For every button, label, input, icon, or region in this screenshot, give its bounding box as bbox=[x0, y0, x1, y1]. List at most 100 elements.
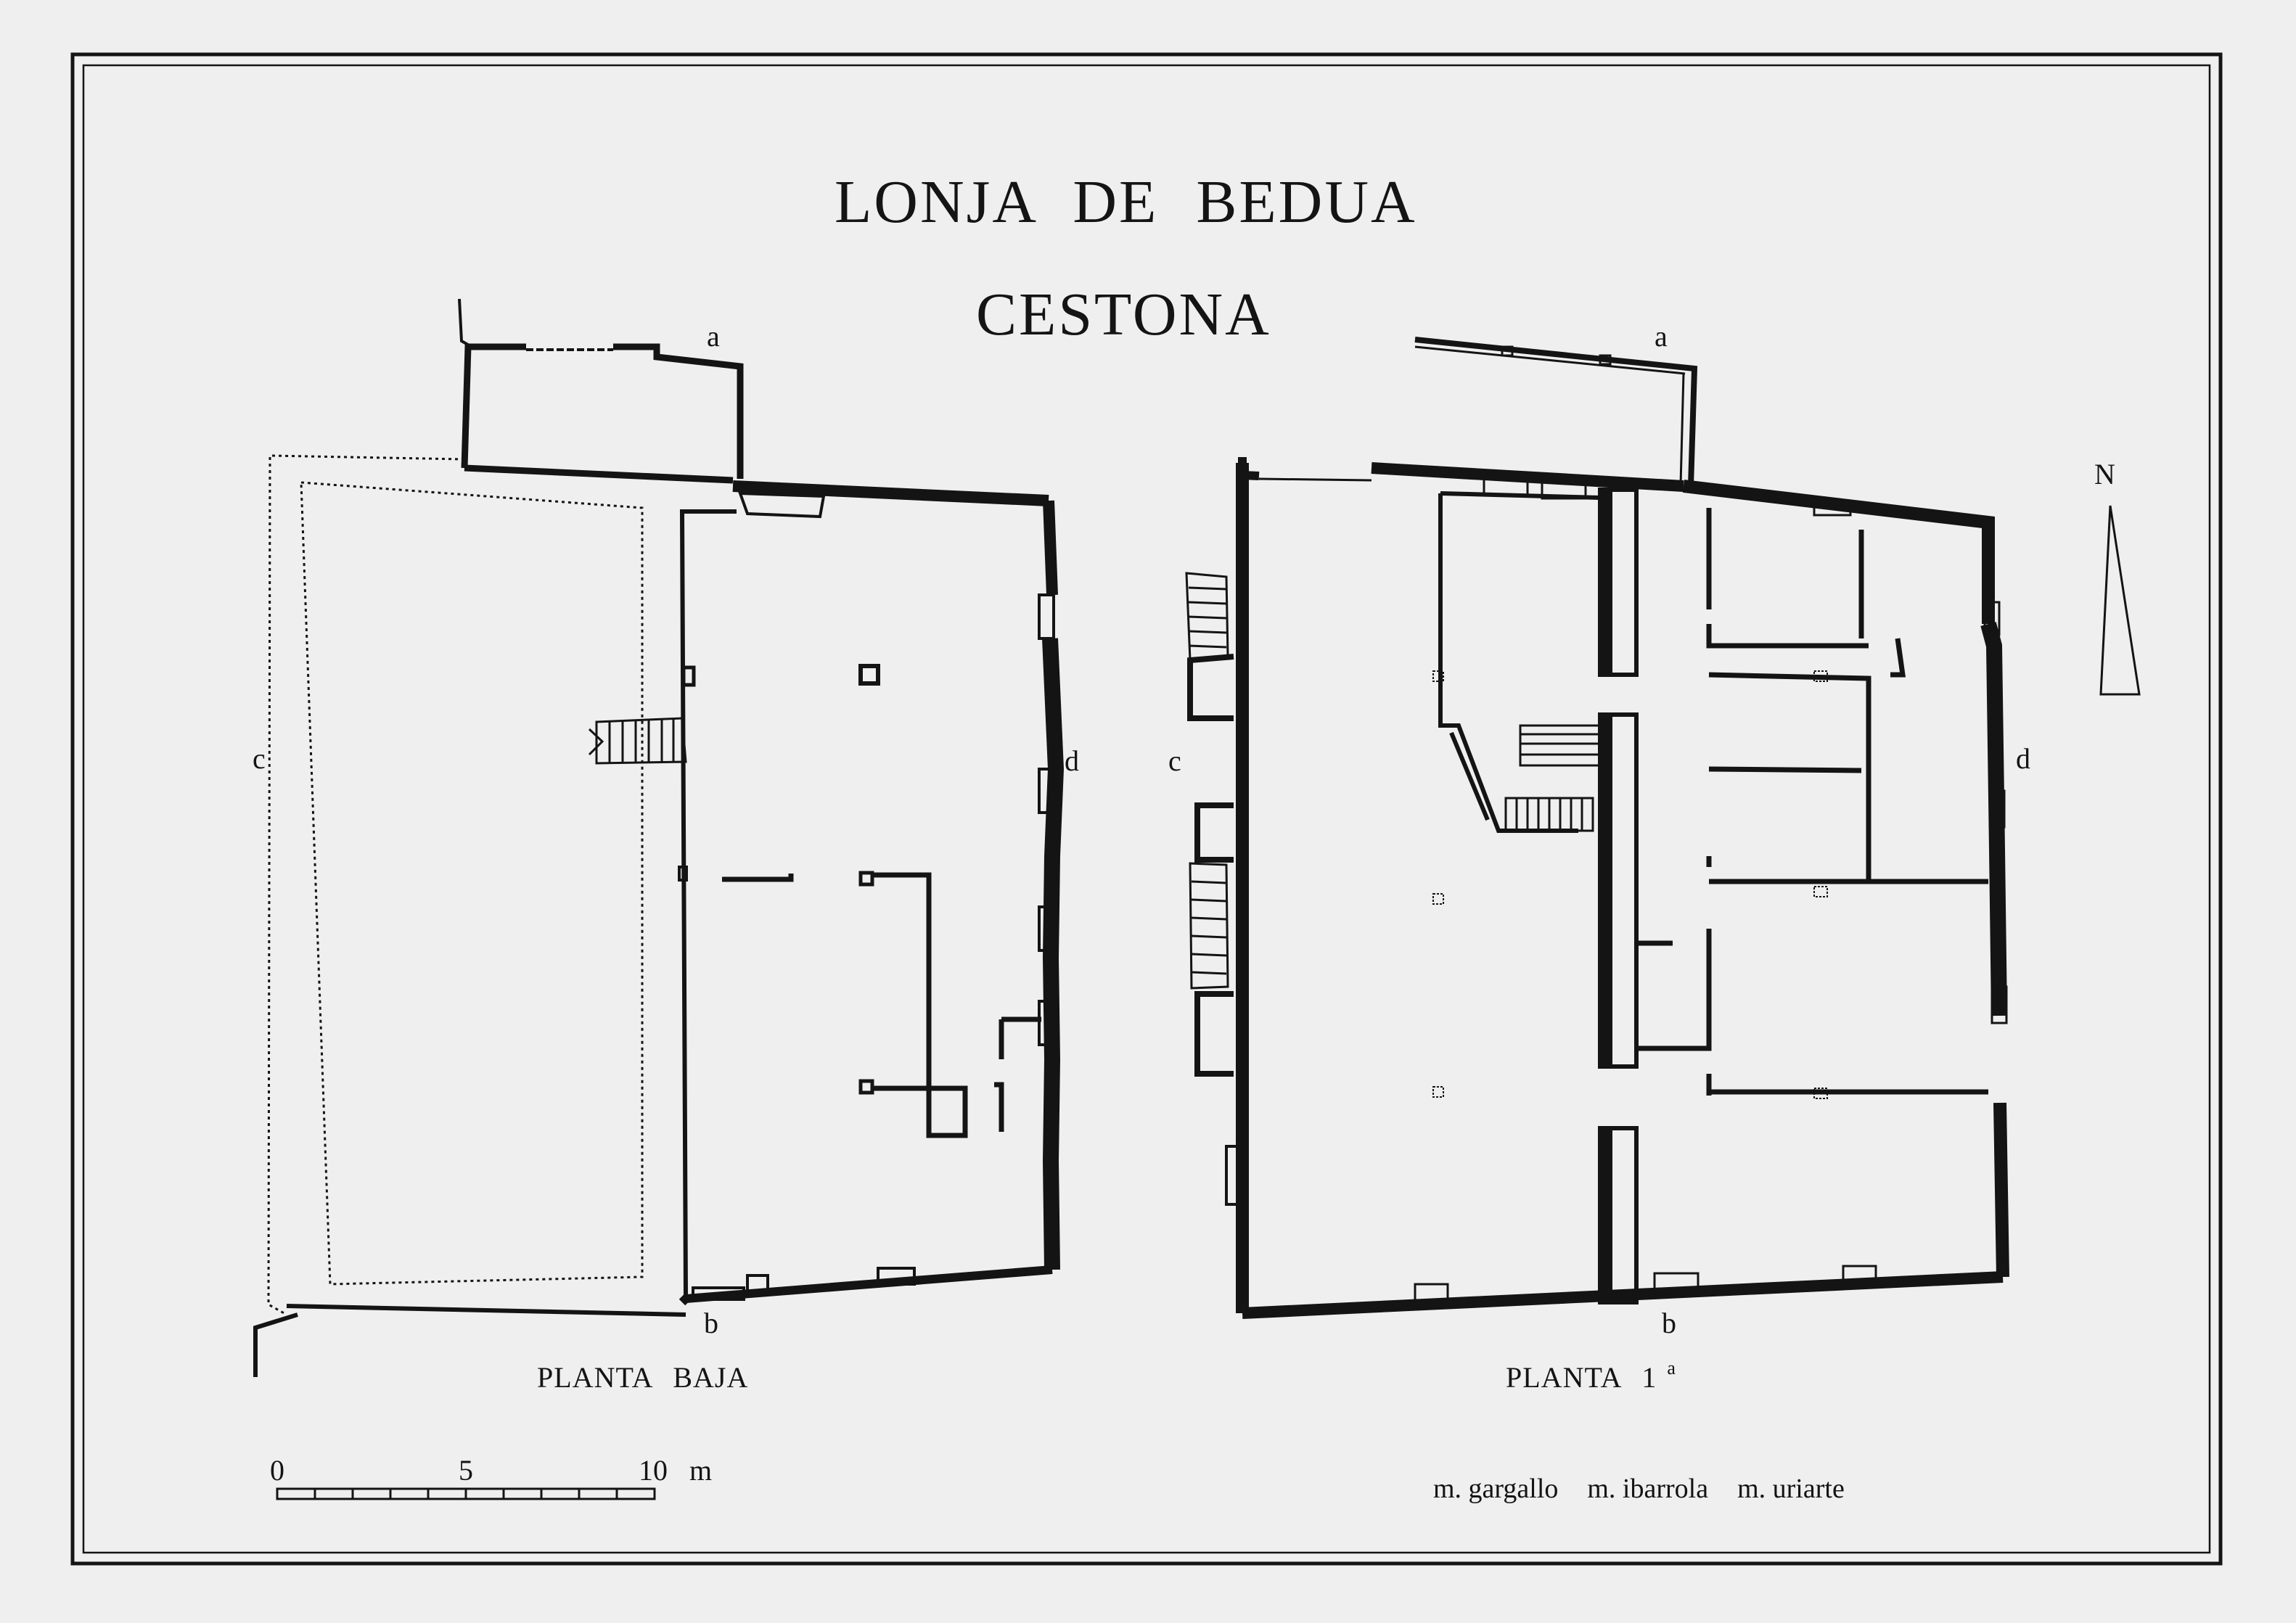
south-opening bbox=[1414, 1283, 1449, 1302]
wall-stub bbox=[678, 866, 688, 882]
north-label: N bbox=[2094, 458, 2115, 490]
drawing-subtitle: CESTONA bbox=[976, 281, 1271, 348]
balcony-rail bbox=[1414, 345, 1686, 375]
north-window bbox=[738, 491, 826, 519]
balcony-post bbox=[1501, 345, 1514, 357]
credit-author: m. gargallo bbox=[1433, 1474, 1559, 1504]
east-opening bbox=[1990, 985, 2008, 1024]
section-mark-a-ground: a bbox=[707, 320, 720, 353]
ground-outer-south bbox=[286, 1304, 686, 1317]
section-mark-c-first: c bbox=[1168, 744, 1181, 777]
scale-bar bbox=[276, 1487, 656, 1500]
ground-north-wall bbox=[732, 480, 1049, 506]
first-north-stub bbox=[1238, 457, 1260, 480]
east-opening bbox=[1983, 601, 2001, 636]
first-east-wall bbox=[1993, 1102, 2009, 1278]
first-north-wall bbox=[1371, 462, 1684, 492]
credit-author: m. uriarte bbox=[1737, 1474, 1845, 1504]
annex-south-wall bbox=[464, 464, 734, 484]
south-window-2 bbox=[877, 1267, 916, 1286]
south-door-b bbox=[692, 1286, 745, 1301]
annex-wall-top bbox=[613, 343, 744, 479]
east-room-wall bbox=[1708, 766, 1862, 773]
first-east-wall-top bbox=[1682, 480, 1995, 624]
courtyard-outer bbox=[267, 454, 465, 1316]
section-mark-a-first: a bbox=[1655, 320, 1668, 353]
section-mark-d-first: d bbox=[2016, 742, 2030, 775]
ground-east-wall bbox=[1043, 500, 1058, 596]
pillar bbox=[858, 664, 880, 686]
wall-stub bbox=[681, 665, 696, 687]
east-opening bbox=[1988, 789, 2006, 829]
east-room-wall bbox=[1636, 929, 1712, 1051]
column-mark bbox=[1813, 1088, 1828, 1099]
pillar bbox=[858, 1079, 874, 1095]
ground-floor-plan bbox=[253, 298, 1065, 1377]
first-inner-stair bbox=[1504, 724, 1602, 832]
balcony-post bbox=[1599, 354, 1612, 366]
annex-wall bbox=[461, 343, 526, 469]
central-block bbox=[1598, 712, 1639, 1069]
east-window-3 bbox=[1038, 905, 1055, 952]
south-window-1 bbox=[746, 1274, 769, 1293]
ground-south-wall bbox=[678, 1265, 1053, 1306]
first-north-thin bbox=[1258, 477, 1372, 482]
column-mark bbox=[1432, 670, 1444, 682]
inner-border bbox=[82, 64, 2211, 1554]
credit-author: m. ibarrola bbox=[1587, 1474, 1709, 1504]
south-opening bbox=[1842, 1265, 1877, 1283]
west-window bbox=[1225, 1145, 1239, 1206]
annex-stub bbox=[458, 298, 472, 348]
central-block bbox=[1598, 488, 1639, 677]
north-arrow bbox=[2099, 505, 2141, 696]
east-window-2 bbox=[1038, 768, 1055, 814]
central-block bbox=[1598, 1126, 1639, 1304]
plan-label-first-text: PLANTA 1 bbox=[1506, 1361, 1657, 1394]
east-room-wall bbox=[1706, 624, 1869, 649]
partition-east bbox=[872, 872, 932, 1091]
column-mark bbox=[1432, 1086, 1444, 1098]
plan-label-ground: PLANTA BAJA bbox=[537, 1360, 748, 1394]
plan-label-first-superscript: a bbox=[1667, 1357, 1676, 1378]
east-window-4 bbox=[1038, 1000, 1055, 1046]
section-mark-b-ground: b bbox=[704, 1307, 718, 1339]
balcony bbox=[1414, 337, 1698, 487]
drawing-title: LONJA DE BEDUA bbox=[835, 168, 1417, 236]
ground-stair bbox=[588, 717, 687, 765]
credits-line: m. gargallo m. ibarrola m. uriarte bbox=[1433, 1473, 1845, 1505]
column-mark bbox=[1813, 886, 1828, 897]
plan-label-ground-text: PLANTA BAJA bbox=[537, 1361, 749, 1394]
column-mark bbox=[1432, 893, 1444, 905]
scale-label-0: 0 bbox=[270, 1454, 284, 1487]
north-window bbox=[1813, 499, 1852, 517]
first-floor-plan bbox=[1185, 337, 2009, 1319]
column-mark bbox=[1813, 670, 1828, 682]
courtyard-inner bbox=[300, 481, 644, 1286]
partition-cell bbox=[926, 1085, 968, 1138]
scale-label-5: 5 bbox=[459, 1454, 473, 1487]
east-room-wall bbox=[1890, 638, 1906, 678]
room-wall-west bbox=[1438, 493, 1578, 833]
partition bbox=[722, 874, 794, 882]
ground-southwest-stub bbox=[253, 1312, 298, 1377]
first-west-annex-3 bbox=[1194, 991, 1234, 1077]
ground-east-wall-lower bbox=[1042, 638, 1065, 1270]
north-window bbox=[1541, 481, 1587, 500]
partition-lower bbox=[994, 1082, 1004, 1132]
north-window bbox=[1483, 477, 1529, 496]
plan-label-first: PLANTA 1 a bbox=[1506, 1357, 1676, 1394]
first-west-stair bbox=[1185, 572, 1229, 990]
section-mark-b-first: b bbox=[1662, 1307, 1676, 1339]
east-window-1 bbox=[1038, 593, 1055, 640]
section-mark-d-ground: d bbox=[1065, 744, 1079, 777]
scale-label-10: 10 bbox=[639, 1454, 668, 1487]
section-mark-c-ground: c bbox=[253, 742, 266, 775]
room-wall-inner bbox=[1449, 731, 1490, 821]
scale-unit: m bbox=[689, 1454, 713, 1487]
east-room-wall bbox=[1708, 672, 1871, 884]
pillar bbox=[858, 871, 874, 887]
first-west-annex-2 bbox=[1194, 802, 1234, 863]
south-opening bbox=[1653, 1272, 1700, 1291]
balcony-rail-side bbox=[1679, 373, 1685, 485]
